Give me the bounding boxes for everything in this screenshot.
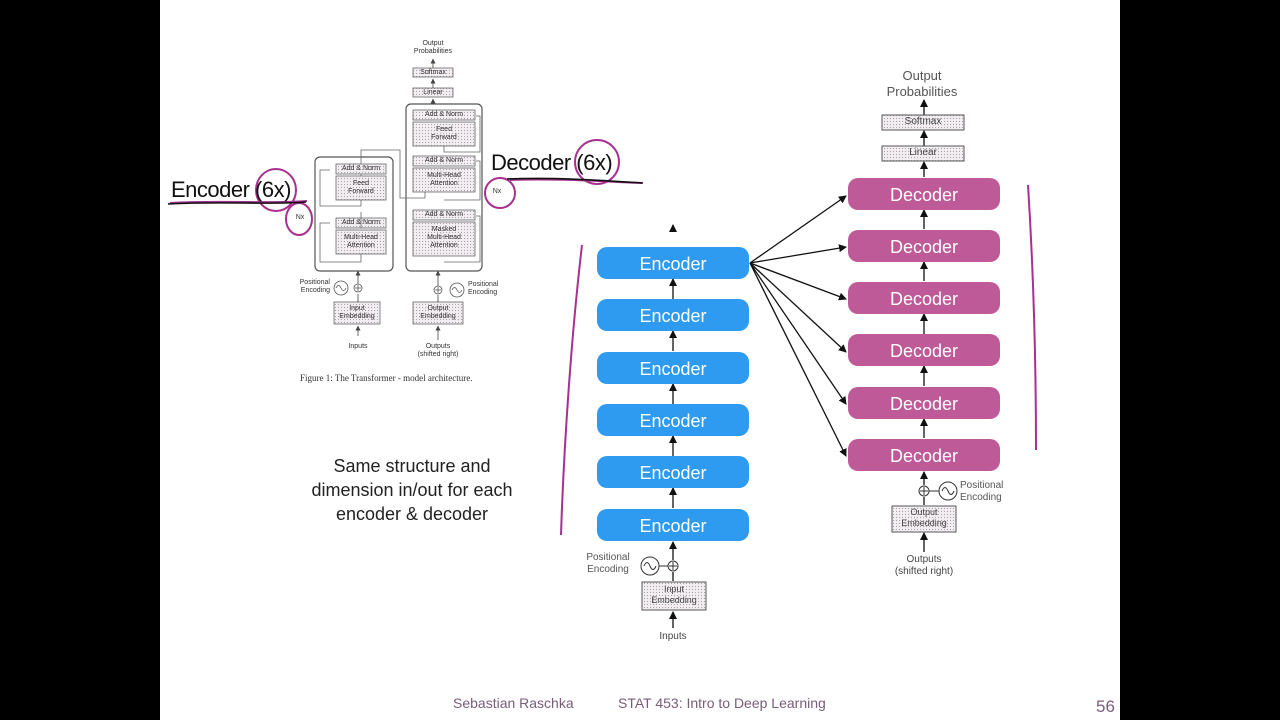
linear-box xyxy=(881,145,965,162)
outputs-shifted-label: Outputs (shifted right) xyxy=(894,554,954,577)
fig-nx-decoder: Nx xyxy=(492,188,502,195)
softmax-box xyxy=(881,114,965,131)
input-embedding-label: Input Embedding xyxy=(651,584,697,605)
decoder-6x-annotation: Decoder (6x) xyxy=(491,150,613,175)
encoder-label: Encoder xyxy=(639,254,706,274)
decoder-label: Decoder xyxy=(890,446,958,466)
encoder-label: Encoder xyxy=(639,359,706,379)
structure-note: Same structure and dimension in/out for … xyxy=(311,456,513,524)
fig-enc-add-norm-2: Add & Norm xyxy=(341,219,381,226)
decoder-block xyxy=(848,178,1000,210)
fig-input-embedding: Input Embedding xyxy=(339,305,375,320)
fig-dec-multi-head: Multi-Head Attention xyxy=(427,172,461,187)
softmax-label: Softmax xyxy=(904,116,942,127)
fig-linear-label: Linear xyxy=(423,89,443,96)
page-number: 56 xyxy=(1096,697,1115,716)
decoder-label: Decoder xyxy=(890,237,958,257)
nx-circle-decoder xyxy=(484,177,516,209)
fig-softmax-label: Softmax xyxy=(420,69,446,76)
linear-label: Linear xyxy=(909,147,937,158)
encoder-block xyxy=(597,352,749,384)
enc-feed-forward xyxy=(335,175,387,201)
footer-author: Sebastian Raschka xyxy=(453,695,574,711)
dec-multi-head-attention xyxy=(412,167,476,193)
encoder-block-outline xyxy=(314,156,394,272)
fig-nx-encoder: Nx xyxy=(295,214,305,221)
encoder-6x-annotation: Encoder (6x) xyxy=(171,177,291,202)
dec-feed-forward xyxy=(412,121,476,147)
encoder-underline xyxy=(169,200,308,204)
fig-outputs: Outputs (shifted right) xyxy=(417,343,459,358)
fig-output-embedding: Output Embedding xyxy=(420,305,456,320)
encoder-label: Encoder xyxy=(639,306,706,326)
encoder-label: Encoder xyxy=(639,463,706,483)
encoder-block xyxy=(597,299,749,331)
encoder-label: Encoder xyxy=(639,516,706,536)
fig-enc-multi-head: Multi-Head Attention xyxy=(344,234,378,249)
dec-add-norm-3 xyxy=(412,209,476,221)
decoder-label: Decoder xyxy=(890,341,958,361)
encoder-label: Encoder xyxy=(639,411,706,431)
encoder-block xyxy=(597,247,749,279)
decoder-block xyxy=(848,282,1000,314)
encoder-block xyxy=(597,456,749,488)
decoder-label: Decoder xyxy=(890,289,958,309)
positional-encoding-label-encoder: Positional Encoding xyxy=(586,552,630,575)
fig-dec-add-norm-3: Add & Norm xyxy=(424,211,464,218)
figure-caption: Figure 1: The Transformer - model archit… xyxy=(300,373,473,383)
output-embedding-box xyxy=(891,505,957,533)
six-x-circle-encoder xyxy=(255,168,297,212)
decoder-stack: Decoder Decoder Decoder Decoder Decoder … xyxy=(848,99,1000,552)
dec-add-norm-1 xyxy=(412,109,476,121)
output-probabilities-label: Output Probabilities xyxy=(886,68,958,99)
encoder-stack: Encoder Encoder Encoder Encoder Encoder … xyxy=(597,224,749,628)
dec-add-norm-2 xyxy=(412,155,476,167)
fig-input-embedding-box xyxy=(333,301,381,325)
slide: Encoder Encoder Encoder Encoder Encoder … xyxy=(160,0,1120,720)
decoder-block xyxy=(848,334,1000,366)
encoder-block xyxy=(597,509,749,541)
decoder-bracket xyxy=(1027,184,1037,451)
decoder-block xyxy=(848,230,1000,262)
fig-dec-feed-forward: Feed Forward xyxy=(431,126,457,141)
diagram-canvas: Encoder Encoder Encoder Encoder Encoder … xyxy=(167,58,1037,628)
fig-enc-feed-forward: Feed Forward xyxy=(348,180,374,195)
inputs-label: Inputs xyxy=(659,631,687,642)
fig-positional-encoding-right: Positional Encoding xyxy=(468,281,499,296)
dec-masked-attention xyxy=(412,221,476,257)
cross-attention-arrows xyxy=(749,195,847,457)
decoder-label: Decoder xyxy=(890,394,958,414)
fig-positional-encoding-left: Positional Encoding xyxy=(299,279,330,294)
footer-course: STAT 453: Intro to Deep Learning xyxy=(618,695,826,711)
six-x-circle-decoder xyxy=(574,139,620,185)
input-embedding-box xyxy=(641,581,707,611)
decoder-block-outline xyxy=(405,103,483,272)
transformer-figure xyxy=(314,58,483,340)
enc-multi-head-attention xyxy=(335,229,387,255)
decoder-block xyxy=(848,387,1000,419)
fig-inputs: Inputs xyxy=(348,343,368,350)
fig-output-probabilities: Output Probabilities xyxy=(413,40,453,55)
fig-dec-masked: Masked Multi-Head Attention xyxy=(427,226,461,249)
encoder-block xyxy=(597,404,749,436)
decoder-label: Decoder xyxy=(890,185,958,205)
output-embedding-label: Output Embedding xyxy=(901,507,947,528)
fig-enc-add-norm-1: Add & Norm xyxy=(341,165,381,172)
fig-dec-add-norm-2: Add & Norm xyxy=(424,157,464,164)
encoder-bracket xyxy=(560,244,583,536)
fig-dec-add-norm-1: Add & Norm xyxy=(424,111,464,118)
positional-encoding-label-decoder: Positional Encoding xyxy=(960,480,1004,503)
decoder-block xyxy=(848,439,1000,471)
